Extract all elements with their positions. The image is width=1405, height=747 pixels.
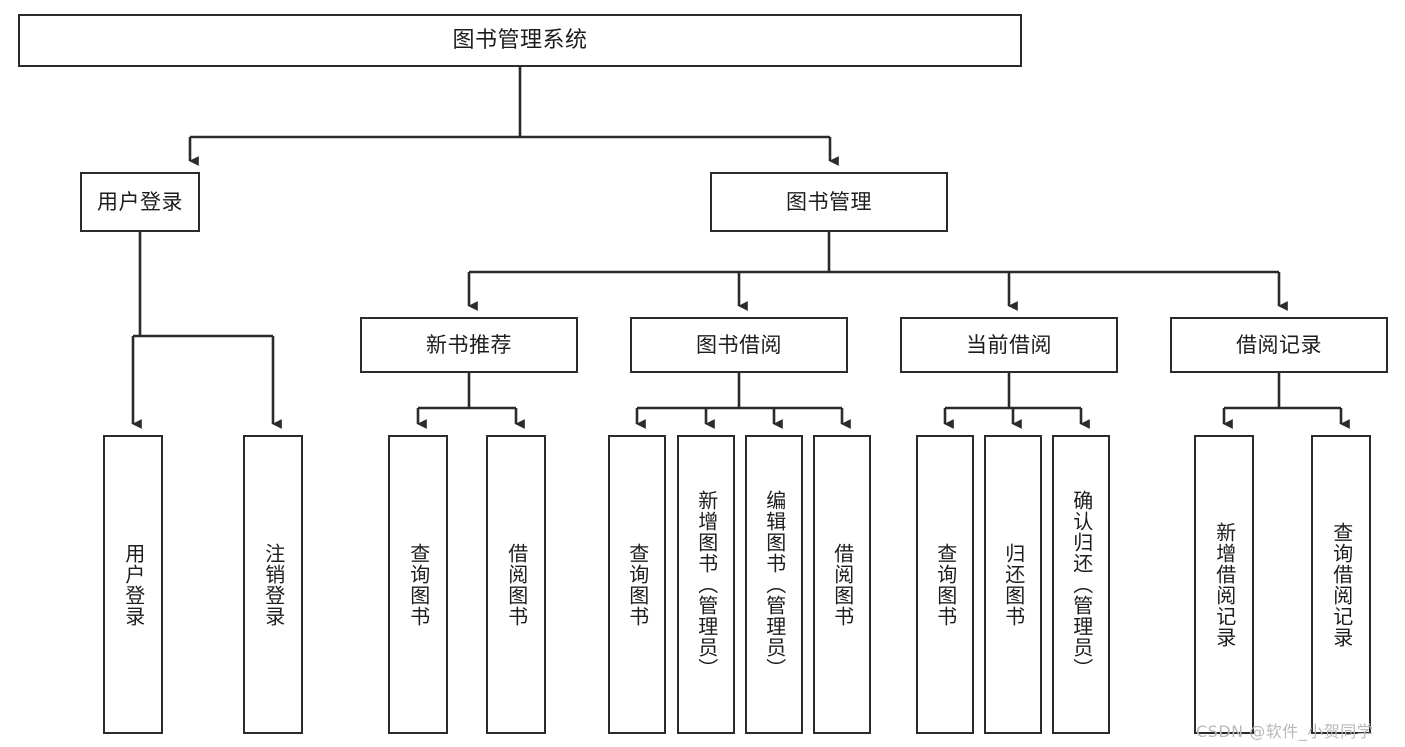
leaf-label: 确认归还（管理员） bbox=[1069, 490, 1094, 679]
leaf-label: 查询图书 bbox=[933, 542, 958, 627]
leaf-label: 借阅图书 bbox=[504, 542, 529, 627]
leaf-return-book[interactable]: 归还图书 bbox=[984, 435, 1042, 734]
node-root-system[interactable]: 图书管理系统 bbox=[18, 14, 1022, 67]
leaf-user-login[interactable]: 用户登录 bbox=[103, 435, 163, 734]
node-current-borrow[interactable]: 当前借阅 bbox=[900, 317, 1118, 373]
csdn-watermark: CSDN @软件_小贺同学 bbox=[1196, 722, 1374, 741]
leaf-borrow-book-newbook[interactable]: 借阅图书 bbox=[486, 435, 546, 734]
leaf-label: 归还图书 bbox=[1001, 542, 1026, 627]
node-borrow-record[interactable]: 借阅记录 bbox=[1170, 317, 1388, 373]
leaf-add-book-admin[interactable]: 新增图书（管理员） bbox=[677, 435, 735, 734]
leaf-label: 借阅图书 bbox=[830, 542, 855, 627]
leaf-confirm-return-admin[interactable]: 确认归还（管理员） bbox=[1052, 435, 1110, 734]
leaf-label: 编辑图书（管理员） bbox=[762, 490, 787, 679]
node-new-book-recommend[interactable]: 新书推荐 bbox=[360, 317, 578, 373]
leaf-label: 注销登录 bbox=[261, 542, 286, 627]
leaf-query-book-borrow[interactable]: 查询图书 bbox=[608, 435, 666, 734]
leaf-label: 查询借阅记录 bbox=[1329, 521, 1354, 648]
node-book-management[interactable]: 图书管理 bbox=[710, 172, 948, 232]
leaf-label: 查询图书 bbox=[625, 542, 650, 627]
leaf-label: 新增图书（管理员） bbox=[694, 490, 719, 679]
leaf-logout[interactable]: 注销登录 bbox=[243, 435, 303, 734]
leaf-query-book-newbook[interactable]: 查询图书 bbox=[388, 435, 448, 734]
leaf-label: 查询图书 bbox=[406, 542, 431, 627]
leaf-label: 新增借阅记录 bbox=[1212, 521, 1237, 648]
leaf-borrow-book[interactable]: 借阅图书 bbox=[813, 435, 871, 734]
leaf-label: 用户登录 bbox=[121, 542, 146, 627]
node-user-login[interactable]: 用户登录 bbox=[80, 172, 200, 232]
leaf-add-borrow-record[interactable]: 新增借阅记录 bbox=[1194, 435, 1254, 734]
leaf-query-borrow-record[interactable]: 查询借阅记录 bbox=[1311, 435, 1371, 734]
node-book-borrow[interactable]: 图书借阅 bbox=[630, 317, 848, 373]
leaf-edit-book-admin[interactable]: 编辑图书（管理员） bbox=[745, 435, 803, 734]
leaf-query-book-current[interactable]: 查询图书 bbox=[916, 435, 974, 734]
